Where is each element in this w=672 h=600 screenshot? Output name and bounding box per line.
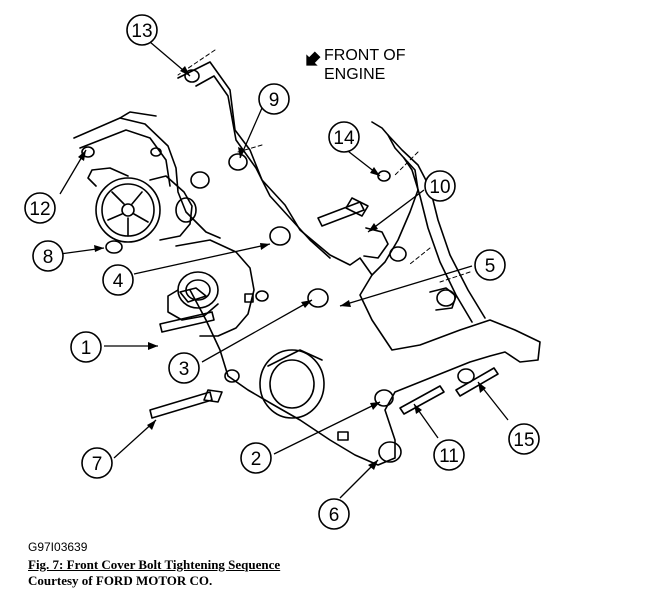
callout-number: 10 <box>429 177 450 198</box>
callout-number: 1 <box>81 338 92 359</box>
callout-5: 5 <box>474 249 506 281</box>
callout-circle <box>258 83 290 115</box>
callout-number: 2 <box>251 449 262 470</box>
engine-front-cover-drawing <box>73 49 541 466</box>
callout-15: 15 <box>508 423 540 455</box>
callout-circle <box>474 249 506 281</box>
callout-number: 6 <box>329 505 340 526</box>
callout-circle <box>318 498 350 530</box>
callout-number: 3 <box>179 359 190 380</box>
callout-circle <box>102 264 134 296</box>
callout-circle <box>70 331 102 363</box>
callout-3: 3 <box>168 352 200 384</box>
callout-circle <box>433 439 465 471</box>
callout-number: 14 <box>333 128 355 149</box>
callout-number: 4 <box>113 271 124 292</box>
callout-number: 9 <box>269 90 280 111</box>
callout-circle <box>81 447 113 479</box>
callout-number: 13 <box>131 21 152 42</box>
filled-arrow-icon <box>306 51 321 66</box>
callout-1: 1 <box>70 331 102 363</box>
callout-4: 4 <box>102 264 134 296</box>
figure-caption-credit: Courtesy of FORD MOTOR CO. <box>28 573 213 588</box>
front-of-engine-line2: ENGINE <box>324 66 385 83</box>
callout-13: 13 <box>126 14 158 46</box>
callout-circle <box>24 192 56 224</box>
callout-circle <box>32 240 64 272</box>
callout-7: 7 <box>81 447 113 479</box>
callout-11: 11 <box>433 439 465 471</box>
callout-10: 10 <box>424 170 456 202</box>
callout-circle <box>508 423 540 455</box>
front-of-engine-indicator: FRONT OF ENGINE <box>306 47 406 83</box>
bolts <box>149 197 499 419</box>
callout-number: 7 <box>92 454 103 475</box>
callout-number: 12 <box>29 199 50 220</box>
figure-caption-title: Fig. 7: Front Cover Bolt Tightening Sequ… <box>28 557 281 572</box>
callout-14: 14 <box>328 121 360 153</box>
callout-9: 9 <box>258 83 290 115</box>
callout-number: 5 <box>485 256 496 277</box>
callout-2: 2 <box>240 442 272 474</box>
callout-number: 8 <box>43 247 54 268</box>
callout-circle <box>240 442 272 474</box>
callout-number: 11 <box>439 446 459 467</box>
callout-12: 12 <box>24 192 56 224</box>
callout-6: 6 <box>318 498 350 530</box>
callout-8: 8 <box>32 240 64 272</box>
callout-circle <box>328 121 360 153</box>
callout-number: 15 <box>513 430 534 451</box>
callout-circle <box>126 14 158 46</box>
leader-arrowheads <box>78 66 486 470</box>
front-of-engine-line1: FRONT OF <box>324 47 406 64</box>
figure-id: G97I03639 <box>28 540 88 554</box>
callout-circle <box>168 352 200 384</box>
callout-circle <box>424 170 456 202</box>
